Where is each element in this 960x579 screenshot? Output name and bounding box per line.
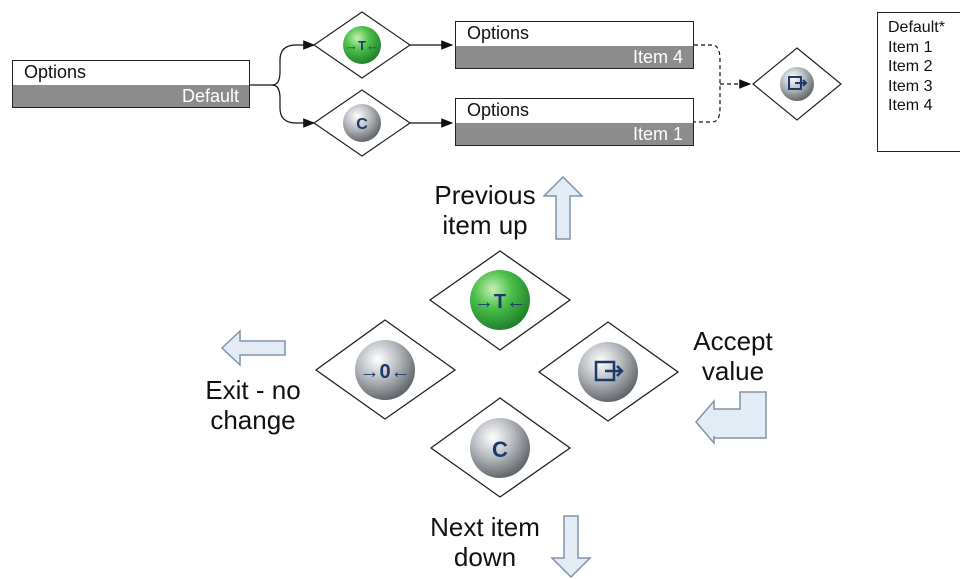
- options-list: Default* Item 1 Item 2 Item 3 Item 4: [877, 12, 960, 152]
- clear-key: C: [429, 397, 572, 498]
- clear-key-large-icon: [470, 418, 530, 478]
- zero-key-glyph: →0←: [359, 361, 410, 383]
- enter-key: [537, 321, 680, 422]
- flow-tare-key: →T←: [312, 11, 412, 79]
- list-item: Item 1: [888, 38, 933, 56]
- list-item: Item 4: [888, 97, 933, 114]
- lower-options-field: Options Item 1: [455, 98, 694, 146]
- flow-connectors: [250, 40, 752, 128]
- list-item: Item 3: [888, 77, 933, 95]
- previous-item-line2: item up: [442, 210, 528, 240]
- next-item-label: Next item down: [415, 512, 555, 572]
- exit-line1: Exit - no: [205, 375, 301, 405]
- accept-label: Accept value: [668, 326, 798, 386]
- zero-key: →0←: [314, 319, 457, 420]
- accept-line2: value: [701, 356, 765, 386]
- list-item: Item 2: [888, 58, 933, 75]
- root-field-value: Default: [13, 85, 249, 107]
- tare-key: →T←: [428, 250, 572, 351]
- clear-key-large-glyph: C: [492, 437, 508, 462]
- upper-options-field: Options Item 4: [455, 21, 694, 69]
- accept-line1: Accept: [693, 326, 773, 356]
- zero-key-icon: [355, 340, 415, 400]
- list-item: Default*: [888, 19, 945, 36]
- root-field-title: Options: [24, 62, 87, 82]
- clear-key-icon: [343, 104, 381, 142]
- flow-enter-key: [752, 47, 842, 121]
- next-item-line1: Next item: [430, 512, 540, 542]
- root-options-field: Options Default: [12, 60, 250, 108]
- tare-key-icon: [343, 26, 381, 64]
- next-item-line2: down: [453, 542, 517, 572]
- clear-key-glyph: C: [356, 116, 368, 133]
- previous-item-label: Previous item up: [415, 180, 555, 240]
- tare-key-large-icon: [470, 270, 530, 330]
- tare-key-large-glyph: →T←: [474, 291, 526, 313]
- upper-field-title: Options: [467, 23, 530, 43]
- arrow-left-icon: [220, 329, 286, 367]
- arrow-down-icon: [550, 515, 592, 579]
- previous-item-line1: Previous: [434, 180, 536, 210]
- tare-key-glyph: →T←: [345, 38, 379, 53]
- upper-field-value: Item 4: [456, 46, 693, 68]
- exit-line2: change: [210, 405, 296, 435]
- arrow-return-icon: [695, 391, 767, 446]
- exit-label: Exit - no change: [188, 375, 318, 435]
- lower-field-title: Options: [467, 100, 530, 120]
- arrow-up-icon: [542, 175, 584, 240]
- flow-clear-key: C: [312, 89, 412, 157]
- lower-field-value: Item 1: [456, 123, 693, 145]
